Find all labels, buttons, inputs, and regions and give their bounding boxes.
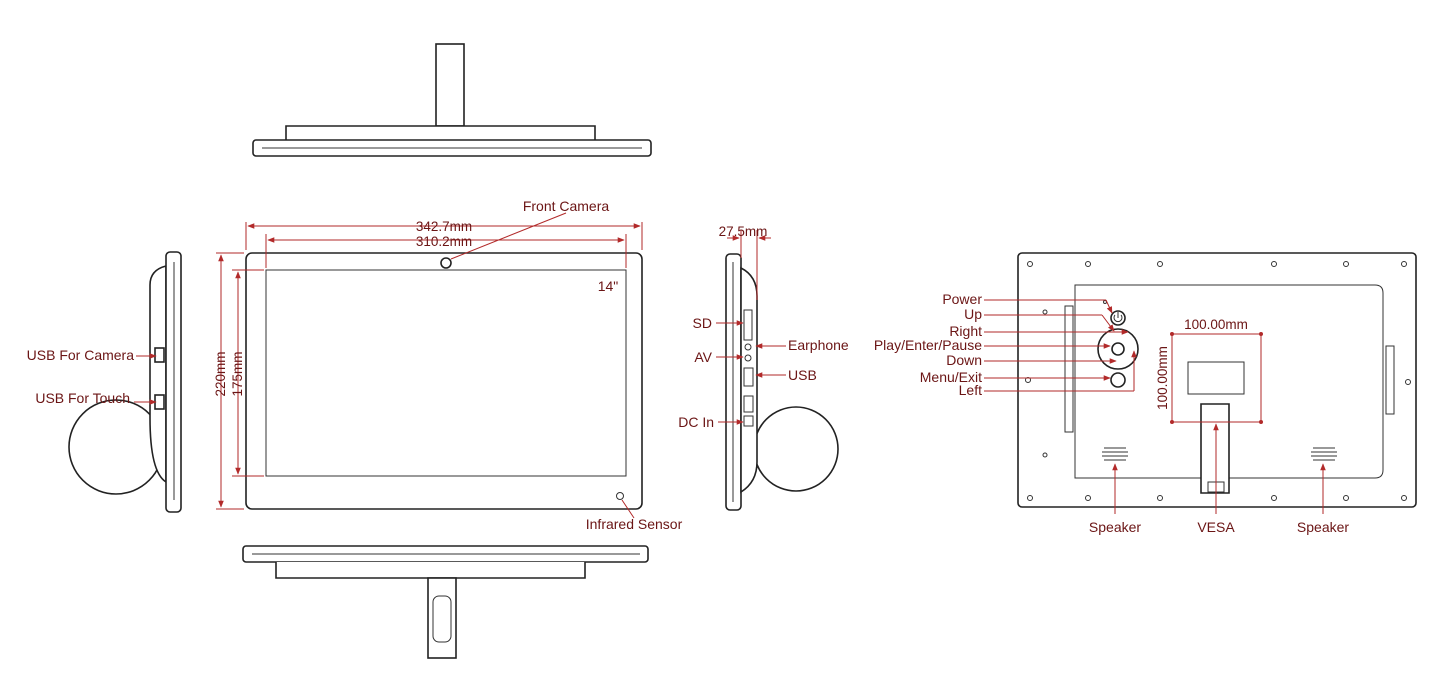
power-label: Power bbox=[942, 291, 982, 307]
right-label: Right bbox=[949, 323, 982, 339]
right-side-view: 27.5mm SD AV DC In Earphone USB bbox=[678, 224, 849, 511]
screen-height-label: 175mm bbox=[230, 351, 245, 396]
speaker-right-label: Speaker bbox=[1297, 519, 1349, 535]
infrared-sensor-label: Infrared Sensor bbox=[586, 516, 683, 532]
left-label: Left bbox=[959, 382, 982, 398]
power-button[interactable] bbox=[1110, 310, 1126, 326]
overall-height-label: 220mm bbox=[213, 351, 228, 396]
speaker-grill-left bbox=[1102, 447, 1128, 461]
vesa-vertical-label: 100.00mm bbox=[1155, 346, 1170, 410]
front-dimensions: 342.7mm 310.2mm 220mm 175mm Front Camera… bbox=[213, 198, 683, 532]
usb-touch-label: USB For Touch bbox=[35, 390, 130, 406]
top-view bbox=[252, 43, 652, 157]
play-enter-button[interactable] bbox=[1111, 342, 1125, 356]
screen-width-label: 310.2mm bbox=[416, 234, 472, 249]
dpad[interactable] bbox=[1097, 328, 1139, 370]
usb-label: USB bbox=[788, 367, 817, 383]
menu-exit-label: Menu/Exit bbox=[920, 369, 982, 385]
dc-in-label: DC In bbox=[678, 414, 714, 430]
depth-label: 27.5mm bbox=[719, 224, 768, 239]
earphone-label: Earphone bbox=[788, 337, 849, 353]
vesa-label: VESA bbox=[1197, 519, 1235, 535]
speaker-left-label: Speaker bbox=[1089, 519, 1141, 535]
left-side-view: USB For Camera USB For Touch bbox=[27, 251, 182, 513]
menu-button[interactable] bbox=[1110, 372, 1126, 388]
front-view bbox=[245, 252, 643, 510]
speaker-grill-right bbox=[1311, 447, 1337, 461]
screen-size-label: 14" bbox=[598, 278, 619, 294]
down-label: Down bbox=[946, 352, 982, 368]
usb-camera-label: USB For Camera bbox=[27, 347, 135, 363]
mounting-screws bbox=[1025, 261, 1411, 501]
bottom-view bbox=[242, 545, 649, 659]
front-camera-label: Front Camera bbox=[523, 198, 610, 214]
up-label: Up bbox=[964, 306, 982, 322]
back-view: 100.00mm 100.00mm Power Up Right Play/En… bbox=[874, 252, 1417, 535]
sd-label: SD bbox=[693, 315, 712, 331]
overall-width-label: 342.7mm bbox=[416, 219, 472, 234]
vesa-horizontal-label: 100.00mm bbox=[1184, 317, 1248, 332]
av-label: AV bbox=[694, 349, 712, 365]
play-enter-pause-label: Play/Enter/Pause bbox=[874, 337, 982, 353]
power-icon bbox=[1113, 312, 1123, 323]
